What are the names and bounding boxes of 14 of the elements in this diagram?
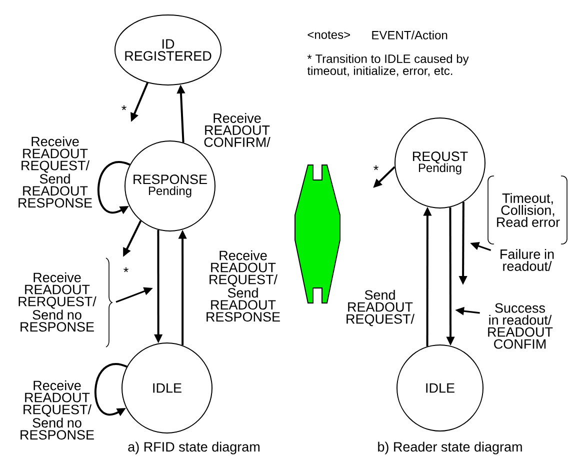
- edge-label: *: [122, 105, 126, 110]
- edge-label: *: [124, 267, 128, 272]
- annotation-text: Success in readout/ READOUT CONFIM: [488, 303, 553, 349]
- edge-label: Send READOUT REQUEST/: [346, 290, 414, 326]
- annotation-text: Failure in readout/: [500, 249, 554, 271]
- edge-label: Receive READOUT REQUEST/ Send READOUT RESPONSE: [206, 250, 280, 322]
- edge-label: Receive READOUT REQUEST/ Send READOUT RESPONSE: [18, 136, 92, 208]
- edge-label: *: [374, 165, 378, 170]
- note-text: <notes>: [308, 31, 350, 39]
- edge-label: Receive READOUT REQUEST/ Send no RESPONSE: [20, 380, 94, 440]
- annotation-text: Receive READOUT RERQUEST/ Send no RESPONSE: [18, 272, 96, 332]
- note-text: * Transition to IDLE caused by timeout, initialize, error, etc.: [307, 54, 469, 76]
- annotation-text: Timeout, Collision, Read error: [497, 193, 560, 227]
- note-text: EVENT/Action: [372, 30, 448, 40]
